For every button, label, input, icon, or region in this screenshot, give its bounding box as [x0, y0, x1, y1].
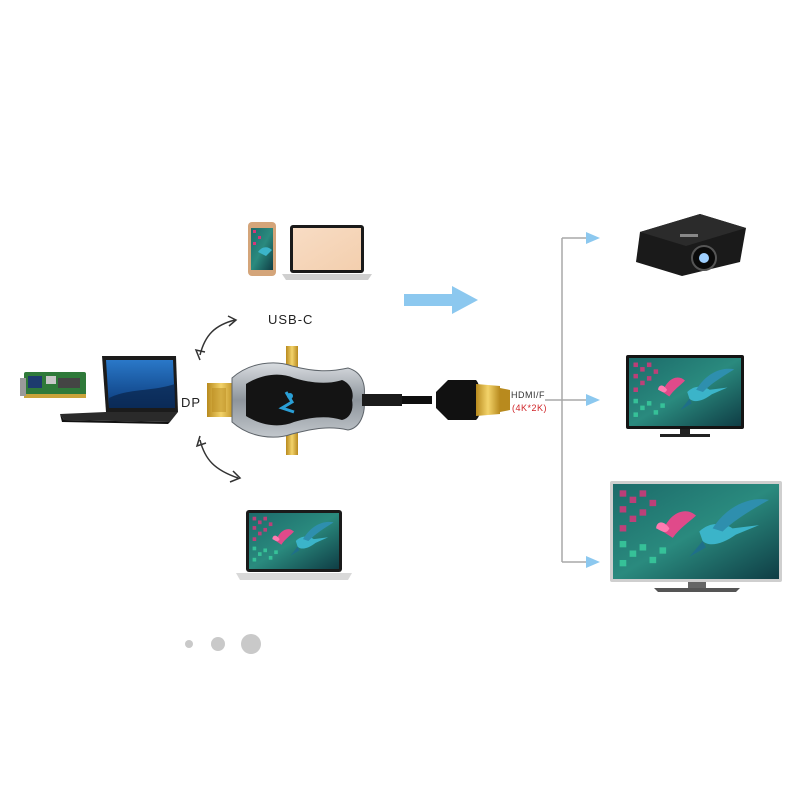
- monitor-icon: [626, 355, 744, 437]
- usb-c-label: USB-C: [268, 312, 314, 327]
- hdmi-plug-icon: [436, 380, 510, 420]
- carousel-dot-1[interactable]: [185, 640, 193, 648]
- smartphone-icon: [248, 222, 276, 276]
- arrow-to-usbc: [199, 319, 236, 356]
- bottom-laptop-icon: [236, 510, 352, 580]
- top-laptop-icon: [282, 225, 372, 280]
- flow-arrow: [404, 286, 478, 314]
- graphics-card-icon: [20, 372, 86, 398]
- carousel-dot-3[interactable]: [241, 634, 261, 654]
- carousel-dot-2[interactable]: [211, 637, 225, 651]
- hdmi-label: HDMI/F: [511, 390, 545, 400]
- dp-label: DP: [181, 395, 202, 410]
- source-laptop-icon: [60, 356, 178, 424]
- adapter-icon: [207, 346, 432, 455]
- projector-icon: [636, 214, 746, 276]
- branch-arrowheads: [586, 232, 600, 568]
- branch-lines: [545, 237, 588, 563]
- carousel-dots: [183, 632, 273, 656]
- resolution-label: (4K*2K): [512, 403, 548, 413]
- curved-arrows: [194, 315, 242, 483]
- arrow-to-bottom-laptop: [199, 439, 239, 479]
- tv-icon: [610, 481, 782, 592]
